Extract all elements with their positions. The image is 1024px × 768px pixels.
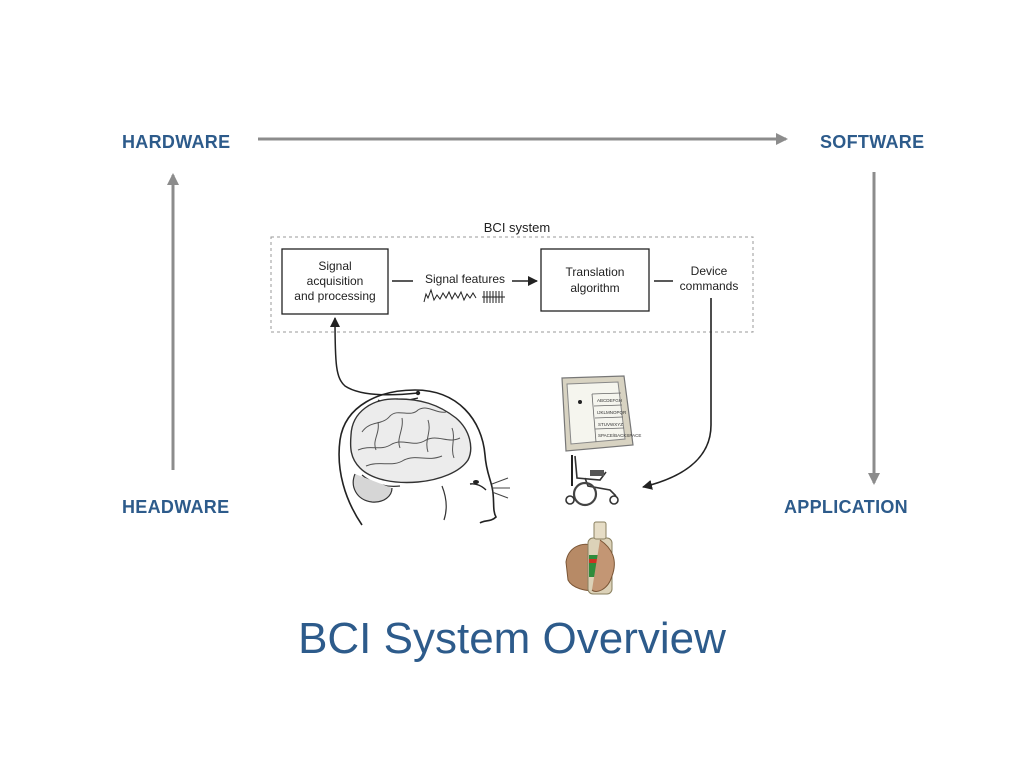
monitor-menu-item-1: ABCDEFGH — [597, 398, 622, 403]
acquisition-line-3: and processing — [294, 289, 375, 303]
headware-label: HEADWARE — [122, 497, 230, 517]
acquisition-line-2: acquisition — [307, 274, 364, 288]
head-with-brain-illustration — [338, 389, 497, 526]
device-commands-line-2: commands — [680, 279, 739, 293]
wheelchair-illustration — [565, 455, 619, 507]
bci-system-label: BCI system — [484, 220, 550, 235]
spike-train-icon — [482, 291, 505, 303]
translation-box — [540, 248, 650, 312]
monitor-menu-item-4: SPACE/BACKSPACE — [598, 433, 641, 438]
monitor-menu-item-3: STUVWXYZ — [598, 422, 623, 427]
bci-system-box — [270, 236, 754, 333]
device-commands-line-1: Device — [691, 264, 728, 278]
signal-features-label: Signal features — [425, 272, 505, 286]
slide-title: BCI System Overview — [298, 614, 726, 663]
acquisition-line-1: Signal — [318, 259, 351, 273]
application-label: APPLICATION — [784, 497, 908, 517]
electrode-lead-arrow — [330, 317, 419, 396]
signal-waveform-icon — [423, 288, 477, 303]
monitor-illustration: ABCDEFGH IJKLMNOPQR STUVWXYZ SPACE/BACKS… — [561, 375, 641, 452]
command-output-arrow — [642, 298, 712, 490]
software-label: SOFTWARE — [820, 132, 925, 152]
translation-line-2: algorithm — [570, 281, 619, 295]
hardware-label: HARDWARE — [122, 132, 231, 152]
acquisition-box — [281, 248, 389, 315]
gaze-lines-icon — [491, 477, 510, 499]
translation-line-1: Translation — [566, 265, 625, 279]
hand-holding-bottle-illustration — [565, 521, 615, 595]
monitor-menu-item-2: IJKLMNOPQR — [597, 410, 627, 415]
